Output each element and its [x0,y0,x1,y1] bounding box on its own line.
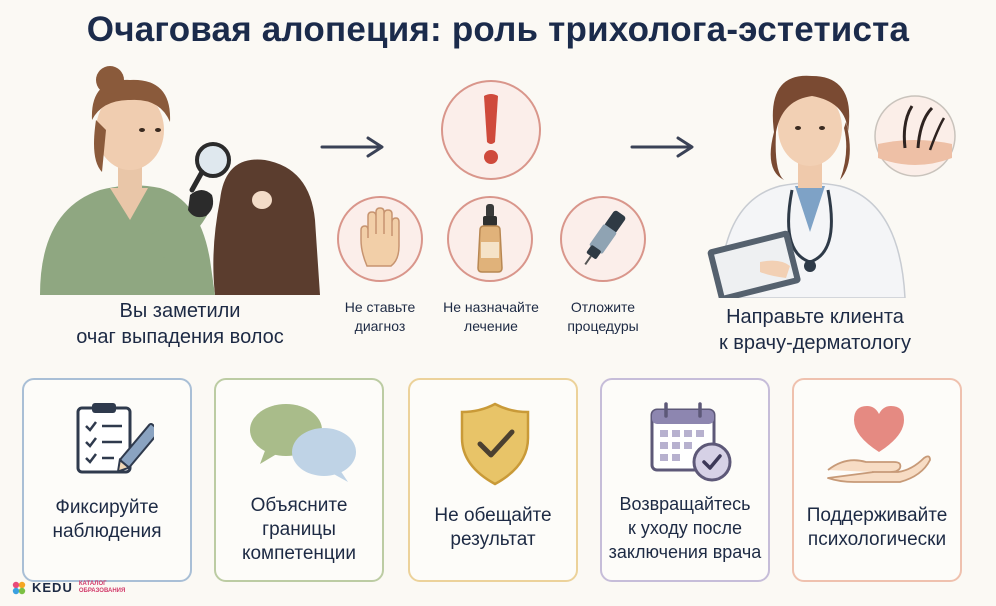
logo-name: KEDU [32,580,73,595]
step3-caption: Направьте клиента к врачу-дерматологу [718,306,912,354]
kedu-logo-icon [12,581,26,594]
dont-diagnose-caption: Не ставьте диагноз [344,299,416,334]
dermatologist-illustration [707,75,956,298]
kedu-logo: KEDU КАТАЛОГ ОБРАЗОВАНИЯ [12,580,139,595]
card-explain-boundaries: Объясните границы компетенции [214,378,384,582]
dropper-bottle-icon [477,204,503,273]
arrow-right-icon [630,136,694,158]
card-no-promises-text: Не обещайте результат [434,505,552,550]
card-return-to-care-text: Возвращайтесь к уходу после заключения в… [608,494,762,562]
clipboard-checklist-icon [76,403,154,474]
postpone-procedures-caption: Отложите процедуры [567,299,639,334]
heart-hand-icon [827,406,931,483]
card-psychological-support: Поддерживайте психологически [792,378,962,582]
page-title: Очаговая алопеция: роль трихолога-эстети… [86,10,910,49]
speech-bubbles-icon [250,404,356,482]
card-no-promises: Не обещайте результат [408,378,578,582]
card-record-observations: Фиксируйте наблюдения [22,378,192,582]
arrow-right-icon [320,136,384,158]
exclamation-icon [484,94,498,164]
step1-caption: Вы заметили очаг выпадения волос [76,300,284,348]
card-return-to-care: Возвращайтесь к уходу после заключения в… [600,378,770,582]
card-explain-boundaries-text: Объясните границы компетенции [241,495,357,564]
trichologist-illustration [40,66,320,295]
pen-device-icon [584,210,626,265]
card-record-observations-text: Фиксируйте наблюдения [52,497,162,542]
dont-treat-caption: Не назначайте лечение [443,299,539,334]
logo-subtitle: КАТАЛОГ ОБРАЗОВАНИЯ [78,580,126,594]
calendar-check-icon [650,402,732,482]
card-psychological-support-text: Поддерживайте психологически [806,505,948,550]
stop-hand-icon [360,207,400,267]
shield-check-icon [460,402,530,486]
